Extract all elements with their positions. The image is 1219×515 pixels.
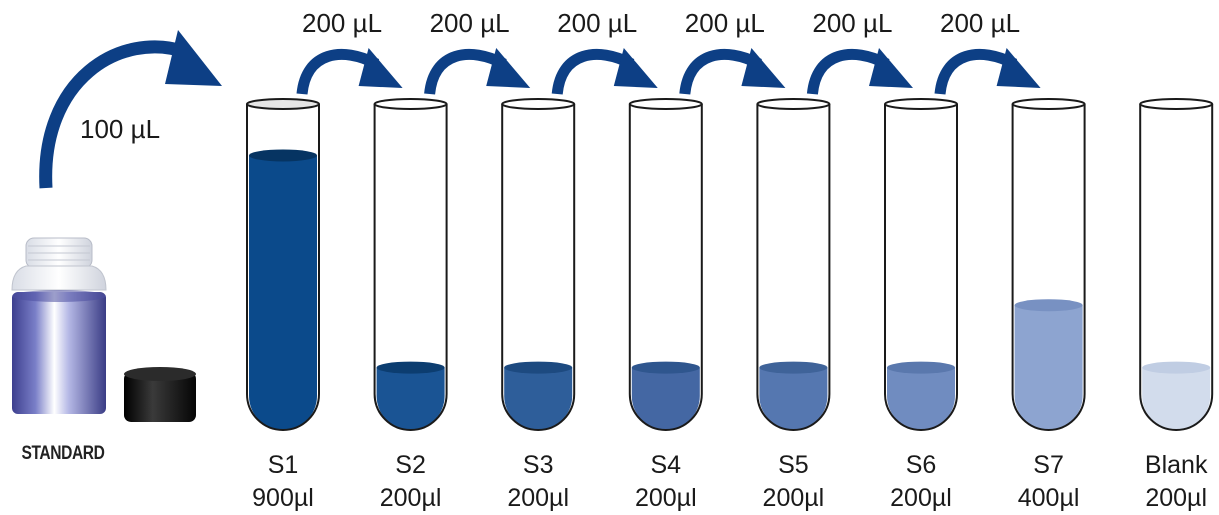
tube-volume: 900µl bbox=[252, 484, 314, 512]
standard-label: STANDARD bbox=[21, 443, 105, 464]
liquid-meniscus bbox=[249, 149, 317, 162]
tube-rim bbox=[246, 98, 320, 110]
tube-rim bbox=[501, 98, 576, 110]
transfer-volume-label: 200 µL bbox=[812, 8, 893, 38]
transfer-arrows-layer bbox=[296, 48, 1041, 95]
transfer-volume-label: 200 µL bbox=[940, 8, 1021, 38]
tube-outline bbox=[756, 104, 831, 431]
tube-outline bbox=[1139, 104, 1214, 431]
tube-volume: 200µl bbox=[379, 484, 442, 512]
tube-s5 bbox=[756, 98, 831, 431]
tube-name: S7 bbox=[1033, 451, 1064, 479]
tube-s7 bbox=[1011, 98, 1086, 431]
tube-name: S6 bbox=[905, 451, 937, 479]
tube-outline bbox=[628, 104, 703, 431]
tube-liquid bbox=[887, 367, 955, 430]
tube-liquid bbox=[1142, 367, 1211, 430]
transfer-arrow-5 bbox=[806, 48, 913, 95]
tube-s6 bbox=[884, 98, 958, 431]
tube-volume: 200µl bbox=[507, 484, 570, 512]
vial-cap bbox=[124, 367, 196, 422]
tube-label-s5: S5 200µl bbox=[738, 449, 848, 515]
tube-s3 bbox=[501, 98, 576, 431]
transfer-arrow-2 bbox=[424, 48, 531, 95]
tube-label-s7: S7 400µl bbox=[994, 449, 1104, 515]
tube-liquid bbox=[1014, 305, 1083, 430]
transfer-volume-label: 200 µL bbox=[429, 8, 510, 38]
tube-s2 bbox=[373, 98, 448, 431]
tube-rim bbox=[756, 98, 831, 110]
arrow-head-standard bbox=[165, 30, 222, 86]
liquid-meniscus bbox=[376, 361, 445, 374]
liquid-meniscus bbox=[1014, 299, 1083, 312]
transfer-volume-label: 200 µL bbox=[684, 8, 765, 38]
tube-rim bbox=[884, 98, 958, 110]
tube-liquid bbox=[759, 367, 828, 430]
standard-transfer-label: 100 µL bbox=[80, 114, 161, 144]
tube-outline bbox=[373, 104, 448, 431]
tube-name: Blank bbox=[1144, 451, 1208, 479]
tube-label-s6: S6 200µl bbox=[866, 449, 976, 515]
vial-liquid bbox=[12, 292, 106, 414]
tube-liquid bbox=[631, 367, 700, 430]
liquid-meniscus bbox=[1142, 361, 1211, 374]
tube-volume: 200µl bbox=[890, 484, 952, 512]
tube-rim bbox=[1011, 98, 1086, 110]
tubes-layer bbox=[246, 98, 1214, 431]
vial-shoulder bbox=[11, 265, 107, 291]
tube-rim bbox=[1139, 98, 1214, 110]
tube-volume: 400µl bbox=[1017, 484, 1080, 512]
tube-outline bbox=[884, 104, 958, 431]
tube-name: S2 bbox=[395, 451, 426, 479]
arrow-standard-to-s1 bbox=[39, 40, 189, 189]
transfer-arrow-3 bbox=[551, 48, 658, 95]
tube-liquid bbox=[504, 367, 573, 430]
tube-name: S5 bbox=[778, 451, 809, 479]
liquid-meniscus bbox=[887, 361, 955, 374]
transfer-volume-label: 200 µL bbox=[557, 8, 638, 38]
tube-name: S1 bbox=[267, 451, 299, 479]
vial-thread bbox=[28, 245, 90, 261]
liquid-meniscus bbox=[631, 361, 700, 374]
transfer-volume-label: 200 µL bbox=[302, 8, 383, 38]
transfer-arrow-6 bbox=[934, 48, 1041, 95]
tube-label-blank: Blank 200µl bbox=[1121, 449, 1219, 515]
tube-s4 bbox=[628, 98, 703, 431]
tube-outline bbox=[246, 104, 320, 431]
tube-label-s3: S3 200µl bbox=[483, 449, 593, 515]
transfer-arrow-4 bbox=[679, 48, 786, 95]
tube-rim bbox=[628, 98, 703, 110]
tube-rim bbox=[373, 98, 448, 110]
standard-vial bbox=[11, 237, 107, 414]
tube-label-s2: S2 200µl bbox=[356, 449, 466, 515]
tube-name: S3 bbox=[522, 451, 554, 479]
tube-volume: 200µl bbox=[762, 484, 825, 512]
tube-name: S4 bbox=[650, 451, 682, 479]
tube-blank bbox=[1139, 98, 1214, 431]
tube-outline bbox=[1011, 104, 1086, 431]
tube-outline bbox=[501, 104, 576, 431]
tube-liquid bbox=[376, 367, 445, 430]
transfer-arrow-1 bbox=[296, 48, 403, 95]
tube-label-s4: S4 200µl bbox=[611, 449, 721, 515]
tube-s1 bbox=[246, 98, 320, 431]
tube-volume: 200µl bbox=[634, 484, 697, 512]
liquid-meniscus bbox=[504, 361, 573, 374]
tube-liquid bbox=[249, 155, 317, 430]
tube-volume: 200µl bbox=[1145, 484, 1208, 512]
tube-label-s1: S1 900µl bbox=[228, 449, 338, 515]
liquid-meniscus bbox=[759, 361, 828, 374]
